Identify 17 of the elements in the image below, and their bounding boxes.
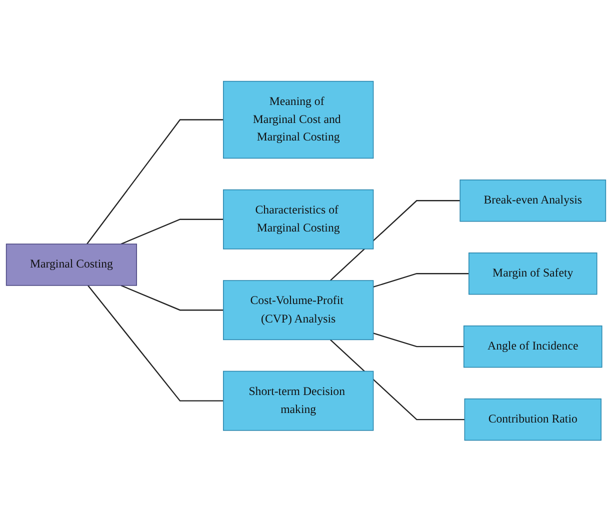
node-box: Characteristics of Marginal Costing [223, 189, 374, 250]
connector [330, 200, 460, 281]
node-box: Meaning of Marginal Cost and Marginal Costing [223, 80, 374, 158]
connector [373, 272, 469, 288]
connector [120, 218, 224, 244]
node-box: Marginal Costing [6, 243, 137, 286]
connector [330, 338, 465, 420]
node-box: Contribution Ratio [464, 398, 602, 440]
connector [88, 284, 224, 402]
node-box: Margin of Safety [468, 252, 598, 294]
connector [373, 332, 464, 347]
node-box: Short-term Decision making [223, 370, 374, 431]
node-box: Cost-Volume-Profit (CVP) Analysis [223, 280, 374, 340]
connector [120, 284, 224, 310]
node-box: Angle of Incidence [463, 325, 602, 368]
node-box: Break-even Analysis [460, 179, 606, 222]
connector [86, 118, 224, 244]
